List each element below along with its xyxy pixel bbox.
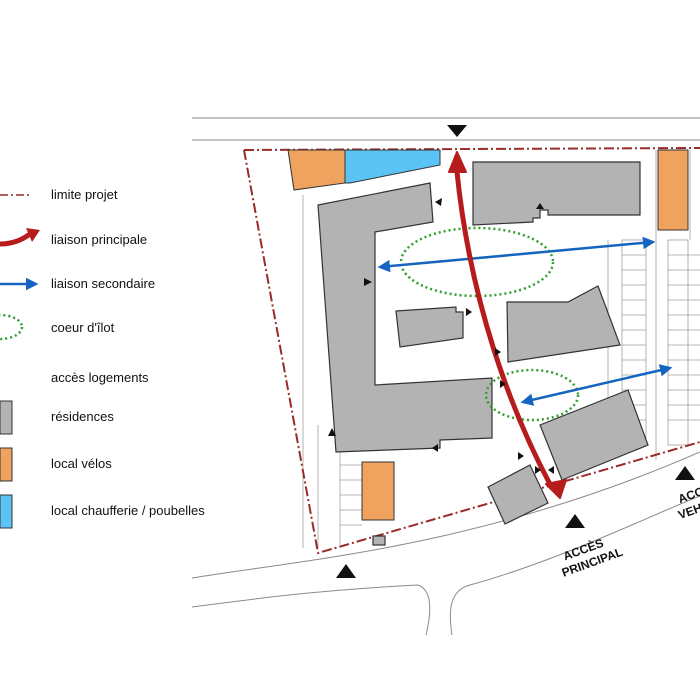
legend-boiler-room-swatch xyxy=(0,494,13,529)
legend-courtyard-label: coeur d'îlot xyxy=(51,320,115,335)
vehicle-access-label: ACC VEHIC xyxy=(676,484,700,522)
housing-access-marker xyxy=(435,198,442,206)
legend-main-link-arrowhead xyxy=(26,228,40,242)
secondary-link-north xyxy=(377,236,656,273)
main-access-markers xyxy=(336,125,695,578)
residence-small-south xyxy=(487,464,549,525)
legend-bike-storage-label: local vélos xyxy=(51,456,112,471)
residence-tiny-box xyxy=(372,535,386,546)
secondary-link-south xyxy=(520,364,673,406)
legend-limit-label: limite projet xyxy=(51,187,118,202)
east-parking-column-b xyxy=(667,239,689,446)
main-link-arrowhead-north xyxy=(448,151,467,173)
road-south-inner-edge xyxy=(191,451,700,579)
housing-access-marker xyxy=(328,428,336,436)
south-west-access-triangle xyxy=(336,564,356,578)
housing-access-marker xyxy=(364,278,372,286)
legend-main-link-swatch xyxy=(0,231,33,247)
legend-residence-label: résidences xyxy=(51,409,114,424)
housing-access-marker xyxy=(518,452,524,460)
principal-access-label: ACCÈS PRINCIPAL xyxy=(560,535,625,580)
north-access-triangle xyxy=(447,125,467,137)
legend-bike-storage-swatch xyxy=(0,447,13,482)
housing-access-marker xyxy=(500,380,506,388)
road-south-west-curb xyxy=(191,584,431,636)
residence-small-central xyxy=(395,306,464,348)
roads xyxy=(191,117,700,636)
residence-l-shaped xyxy=(317,182,493,453)
boiler-waste-room xyxy=(344,149,441,184)
principal-access-triangle xyxy=(565,514,585,528)
housing-access-marker xyxy=(466,308,472,316)
east-parking-stalls-b xyxy=(668,254,700,421)
courtyard-south xyxy=(484,368,580,422)
legend-boiler-room-label: local chaufferie / poubelles xyxy=(51,503,205,518)
housing-access-marker xyxy=(495,348,501,356)
legend-housing-access-label: accès logements xyxy=(51,370,149,385)
bike-storage-north xyxy=(287,149,346,191)
housing-access-markers xyxy=(328,198,554,474)
bike-storage-buildings xyxy=(287,149,689,521)
legend-secondary-link-label: liaison secondaire xyxy=(51,276,155,291)
main-link-arrowhead-south xyxy=(545,479,567,499)
legend: limite projet liaison principale liaison… xyxy=(0,187,205,529)
west-parking-stalls xyxy=(340,464,362,526)
residence-south-east xyxy=(539,389,649,481)
bike-storage-east xyxy=(657,149,689,231)
housing-access-marker xyxy=(536,203,544,209)
legend-courtyard-swatch xyxy=(0,313,24,341)
bike-storage-south-west xyxy=(361,461,395,521)
residence-north-east xyxy=(472,161,641,226)
housing-access-marker xyxy=(535,466,541,474)
legend-main-link-label: liaison principale xyxy=(51,232,147,247)
legend-residence-swatch xyxy=(0,400,13,435)
vehicle-access-triangle xyxy=(675,466,695,480)
residence-central-east xyxy=(506,285,621,363)
housing-access-marker xyxy=(548,466,554,474)
main-link-path xyxy=(454,169,555,491)
road-south-east-curb xyxy=(449,495,700,636)
residence-buildings xyxy=(317,161,649,546)
housing-access-marker xyxy=(432,444,438,452)
